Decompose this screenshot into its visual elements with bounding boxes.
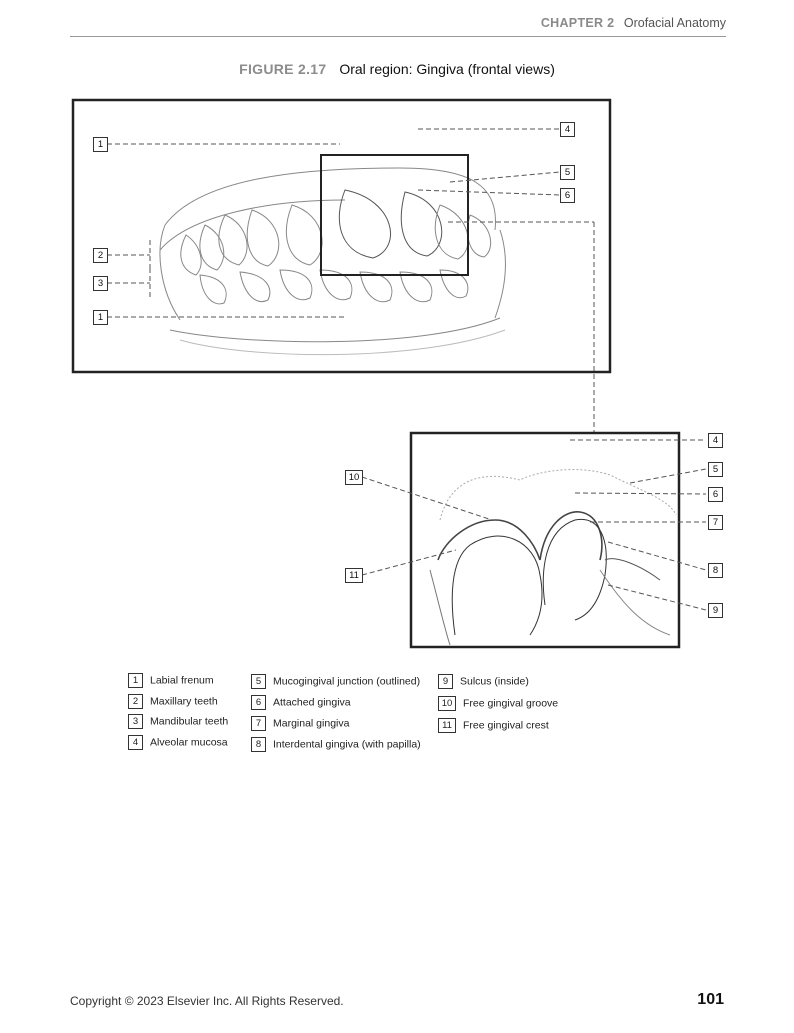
header-divider [70, 36, 726, 37]
figure-number: FIGURE 2.17 [239, 61, 327, 77]
legend-number: 3 [128, 714, 143, 729]
figure-title: FIGURE 2.17 Oral region: Gingiva (fronta… [0, 61, 794, 77]
legend-item: 8 Interdental gingiva (with papilla) [251, 737, 421, 752]
callout-3-top: 3 [93, 276, 108, 291]
top-view-teeth-drawing [159, 167, 506, 356]
legend-item: 3 Mandibular teeth [128, 714, 228, 729]
callout-4-bottom: 4 [708, 433, 723, 448]
callout-8: 8 [708, 563, 723, 578]
callout-1-top: 1 [93, 137, 108, 152]
legend-label: Mucogingival junction (outlined) [273, 675, 421, 688]
legend-label: Marginal gingiva [273, 717, 350, 730]
bottom-view-leader-lines [361, 439, 707, 611]
legend-label: Mandibular teeth [150, 715, 229, 728]
legend-label: Labial frenum [150, 674, 214, 687]
legend-label: Interdental gingiva (with papilla) [273, 738, 421, 751]
callout-7: 7 [708, 515, 723, 530]
callout-2-top: 2 [93, 248, 108, 263]
copyright-notice: Copyright © 2023 Elsevier Inc. All Right… [70, 994, 344, 1008]
legend-label: Alveolar mucosa [150, 736, 228, 749]
legend-item: 7 Marginal gingiva [251, 716, 349, 731]
legend-number: 6 [251, 695, 266, 710]
legend-number: 8 [251, 737, 266, 752]
callout-6-top: 6 [560, 188, 575, 203]
bottom-view-frame [409, 431, 681, 649]
legend-number: 2 [128, 694, 143, 709]
page-number: 101 [697, 991, 724, 1008]
callout-4-top: 4 [560, 122, 575, 137]
callout-5-bottom: 5 [708, 462, 723, 477]
callout-11: 11 [345, 568, 363, 583]
legend-item: 11 Free gingival crest [438, 718, 549, 733]
legend-label: Maxillary teeth [150, 695, 218, 708]
chapter-label: CHAPTER 2 [540, 16, 615, 30]
legend-number: 10 [438, 696, 456, 711]
section-label: Orofacial Anatomy [623, 16, 726, 30]
callout-10: 10 [345, 470, 363, 485]
callout-9: 9 [708, 603, 723, 618]
legend-item: 5 Mucogingival junction (outlined) [251, 674, 420, 689]
legend-number: 9 [438, 674, 453, 689]
legend-item: 6 Attached gingiva [251, 695, 351, 710]
legend-label: Sulcus (inside) [460, 675, 529, 688]
legend-number: 4 [128, 735, 143, 750]
callout-1-lower: 1 [93, 310, 108, 325]
legend-item: 4 Alveolar mucosa [128, 735, 228, 750]
legend-number: 5 [251, 674, 266, 689]
legend-label: Free gingival crest [463, 719, 549, 732]
top-view-leader-lines [107, 128, 595, 432]
legend-number: 1 [128, 673, 143, 688]
callout-5-top: 5 [560, 165, 575, 180]
legend-item: 1 Labial frenum [128, 673, 214, 688]
legend-number: 11 [438, 718, 456, 733]
top-view-detail-box [320, 154, 469, 276]
legend-label: Attached gingiva [273, 696, 351, 709]
legend-number: 7 [251, 716, 266, 731]
legend-item: 9 Sulcus (inside) [438, 674, 529, 689]
figure-caption: Oral region: Gingiva (frontal views) [339, 61, 555, 77]
callout-6-bottom: 6 [708, 487, 723, 502]
bottom-view-teeth-drawing [429, 469, 677, 646]
legend-item: 10 Free gingival groove [438, 696, 558, 711]
legend-item: 2 Maxillary teeth [128, 694, 218, 709]
legend-label: Free gingival groove [463, 697, 559, 710]
running-header: CHAPTER 2 Orofacial Anatomy [541, 16, 726, 30]
top-view-frame [71, 98, 612, 374]
